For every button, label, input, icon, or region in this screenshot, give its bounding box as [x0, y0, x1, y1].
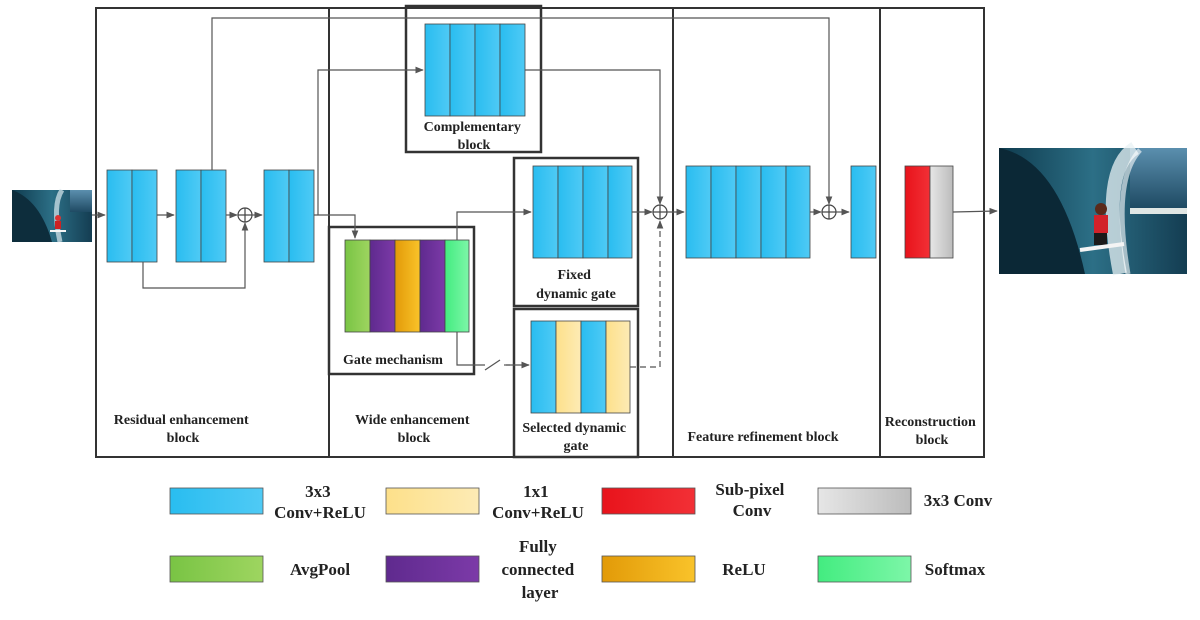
legend-label-relu: ReLU [722, 560, 765, 579]
residual-sum-node [237, 207, 253, 223]
selected-dynamic-gate-frame [512, 307, 640, 459]
fixed-gate-conv-group [532, 165, 633, 259]
refinement-conv-group [685, 165, 811, 259]
legend: 3x3 Conv+ReLU 1x1 Conv+ReLU Sub-pixel Co… [169, 480, 993, 602]
residual-conv-group-2 [175, 169, 227, 263]
reconstruction-label: Reconstruction block [885, 415, 980, 448]
legend-swatch-conv3-relu [169, 487, 264, 515]
gate-mechanism-frame [327, 225, 476, 376]
complementary-block-label: Complementary block [424, 120, 525, 153]
residual-conv-group-3 [263, 169, 315, 263]
refinement-final-conv [850, 165, 877, 259]
legend-swatch-subpixel [601, 487, 696, 515]
selected-gate-conv-group [530, 320, 631, 414]
legend-label-fc: Fully connected layer [502, 537, 579, 602]
legend-swatch-relu [601, 555, 696, 583]
output-image [999, 142, 1187, 276]
legend-swatch-softmax [817, 555, 912, 583]
reconstruction-layers [904, 165, 954, 259]
gate-mechanism-layers [344, 239, 470, 333]
legend-swatch-fc [385, 555, 480, 583]
residual-block-label: Residual enhancement block [114, 413, 252, 446]
legend-label-softmax: Softmax [925, 560, 986, 579]
wide-block-label: Wide enhancement block [355, 413, 473, 446]
legend-label-conv3: 3x3 Conv [924, 491, 993, 510]
fixed-gate-label: Fixed dynamic gate [536, 268, 616, 302]
legend-swatch-avgpool [169, 555, 264, 583]
legend-label-avgpool: AvgPool [290, 560, 350, 579]
input-image [12, 188, 92, 243]
gate-mechanism-label: Gate mechanism [343, 353, 443, 368]
legend-label-conv1-relu: 1x1 Conv+ReLU [492, 482, 584, 522]
connections [92, 17, 998, 371]
legend-swatch-conv1-relu [385, 487, 480, 515]
selected-gate-label: Selected dynamic gate [522, 421, 629, 454]
refinement-sum-node [821, 204, 837, 220]
complementary-conv-group [424, 23, 526, 117]
residual-conv-group-1 [106, 169, 158, 263]
complementary-block-frame [404, 4, 543, 154]
fixed-dynamic-gate-frame [512, 156, 640, 308]
legend-swatch-conv3 [817, 487, 912, 515]
legend-label-subpixel: Sub-pixel Conv [715, 480, 788, 520]
wide-sum-node [652, 204, 668, 220]
feature-refinement-label: Feature refinement block [687, 430, 838, 445]
legend-label-conv3-relu: 3x3 Conv+ReLU [274, 482, 366, 522]
